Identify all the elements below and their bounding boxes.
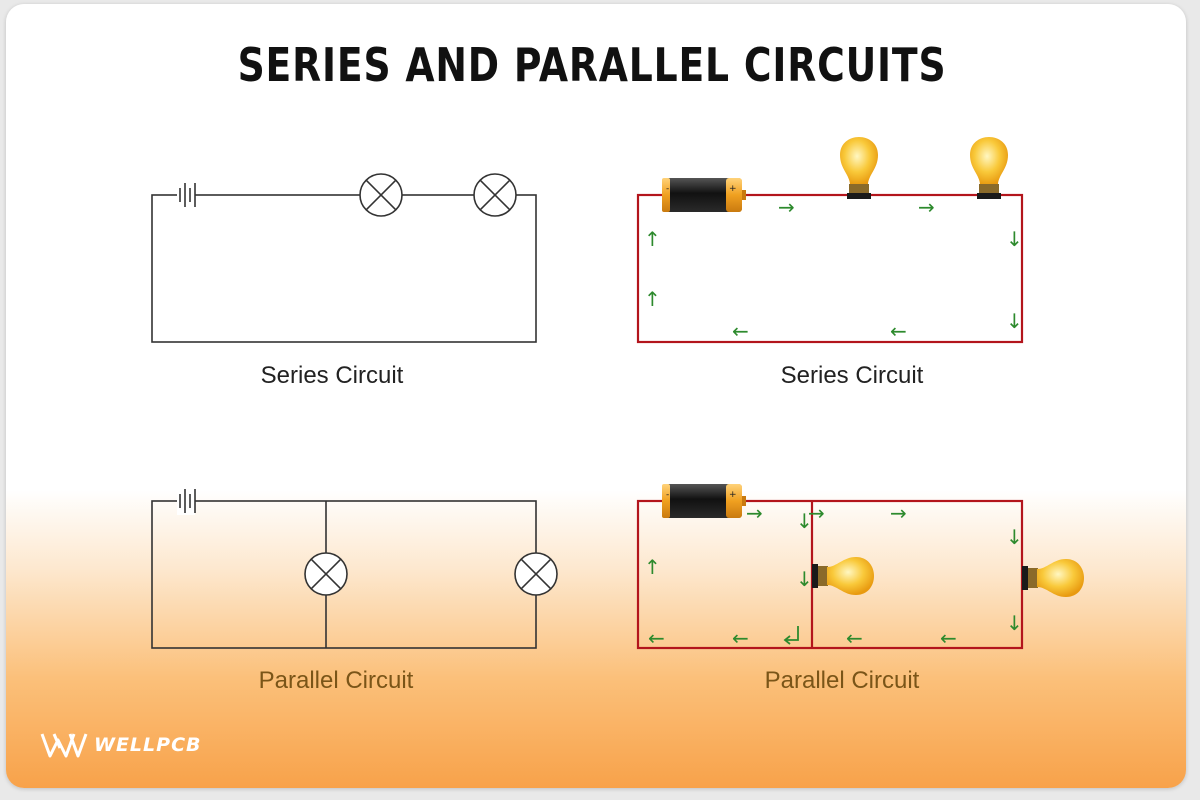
current-arrow-icon: ↓ — [796, 509, 813, 533]
lamp-symbol-icon — [514, 552, 558, 596]
circuit-diagrams: - + — [151, 137, 1084, 650]
wellpcb-w-logo-icon — [40, 733, 88, 758]
lamp-symbol-icon — [473, 173, 517, 217]
current-arrow-icon: → — [808, 501, 825, 525]
series-illustration: → → ↓ ↓ ← ← ↑ ↑ — [636, 137, 1024, 344]
current-arrow-icon: → — [778, 195, 795, 219]
current-arrow-icon: ↓ — [1006, 525, 1023, 549]
current-arrow-icon: ← — [846, 626, 863, 650]
battery-icon — [662, 178, 746, 212]
wellpcb-logo: WELLPCB — [40, 732, 202, 758]
caption-parallel-schematic: Parallel Circuit — [258, 667, 414, 694]
light-bulb-icon — [812, 557, 874, 595]
current-arrow-icon: ← — [940, 626, 957, 650]
caption-parallel-illustration: Parallel Circuit — [764, 667, 920, 694]
current-arrow-icon: ← — [732, 626, 749, 650]
current-arrow-icon: ← — [648, 626, 665, 650]
light-bulb-icon — [840, 137, 878, 199]
current-arrows: → → → ↓ ↓ ↓ ↓ ↑ ← ← ← ← — [644, 501, 1023, 650]
lamp-symbol-icon — [359, 173, 403, 217]
current-arrow-icon: ↓ — [1006, 309, 1023, 333]
current-arrow-icon: ↓ — [1006, 227, 1023, 251]
current-arrow-icon: → — [918, 195, 935, 219]
light-bulb-icon — [1022, 559, 1084, 597]
battery-symbol-icon — [176, 486, 196, 516]
current-arrow-icon: ← — [890, 319, 907, 343]
parallel-schematic — [151, 486, 558, 649]
parallel-illustration: → → → ↓ ↓ ↓ ↓ ↑ ← ← ← ← — [636, 484, 1084, 650]
series-schematic — [151, 173, 537, 343]
current-arrows: → → ↓ ↓ ← ← ↑ ↑ — [644, 195, 1023, 343]
lamp-symbol-icon — [304, 552, 348, 596]
battery-icon — [662, 484, 746, 518]
current-arrow-icon: ↑ — [644, 555, 661, 579]
current-arrow-icon — [786, 626, 799, 641]
current-arrow-icon: ↓ — [1006, 611, 1023, 635]
caption-series-illustration: Series Circuit — [780, 362, 924, 389]
page-title: SERIES AND PARALLEL CIRCUITS — [237, 38, 947, 92]
current-arrow-icon: ↓ — [796, 567, 813, 591]
current-arrow-icon: → — [890, 501, 907, 525]
logo-text: WELLPCB — [94, 734, 202, 756]
battery-symbol-icon — [176, 180, 196, 210]
current-arrow-icon: → — [746, 501, 763, 525]
caption-series-schematic: Series Circuit — [260, 362, 404, 389]
light-bulb-icon — [970, 137, 1008, 199]
current-arrow-icon: ↑ — [644, 287, 661, 311]
current-arrow-icon: ← — [732, 319, 749, 343]
current-arrow-icon: ↑ — [644, 227, 661, 251]
infographic-card: SERIES AND PARALLEL CIRCUITS — [6, 4, 1186, 788]
